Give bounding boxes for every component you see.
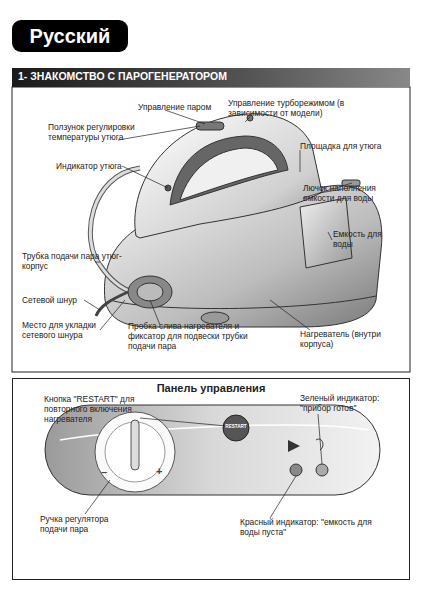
part-label: Управление турборежимом (в зависимости о… <box>228 98 363 118</box>
title-box: Русский <box>12 20 128 52</box>
control-panel <box>45 405 380 495</box>
part-label: Ползунок регулировки температуры утюга <box>48 122 143 142</box>
page-title: Русский <box>30 25 111 48</box>
dial-sign: + <box>156 465 166 478</box>
node-heading: 1- ЗНАКОМСТВО С ПАРОГЕНЕРАТОРОМ <box>18 70 404 82</box>
part-label: Ручка регулятора подачи пара <box>40 514 130 534</box>
panel-leader-lines <box>85 414 322 518</box>
part-label: Площадка для утюга <box>300 141 400 151</box>
part-label: Лючок наполнения емкости для воды <box>303 183 398 203</box>
part-label: Красный индикатор: "емкость для воды пус… <box>240 517 380 537</box>
part-label: Кнопка "RESTART" для повторного включени… <box>44 394 164 424</box>
part-label: Управление паром <box>138 102 238 112</box>
section-band: 1- ЗНАКОМСТВО С ПАРОГЕНЕРАТОРОМ <box>12 68 410 87</box>
figure-frame <box>12 87 410 372</box>
part-label: Нагреватель (внутри корпуса) <box>300 329 395 349</box>
button-text: RESTART <box>223 424 249 430</box>
part-label: Индикатор утюга <box>56 161 146 171</box>
part-label: Трубка подачи пара утюг-корпус <box>22 251 122 271</box>
part-label: Зеленый индикатор: "прибор готов" <box>300 393 405 413</box>
node-heading: Панель управления <box>13 382 409 394</box>
dial-sign: – <box>101 466 111 479</box>
part-label: Пробка слива нагревателя и фиксатор для … <box>128 321 268 351</box>
part-label: Емкость для воды <box>333 229 393 249</box>
part-label: Место для укладки сетевого шнура <box>22 320 117 340</box>
part-label: Сетевой шнур <box>22 295 102 305</box>
